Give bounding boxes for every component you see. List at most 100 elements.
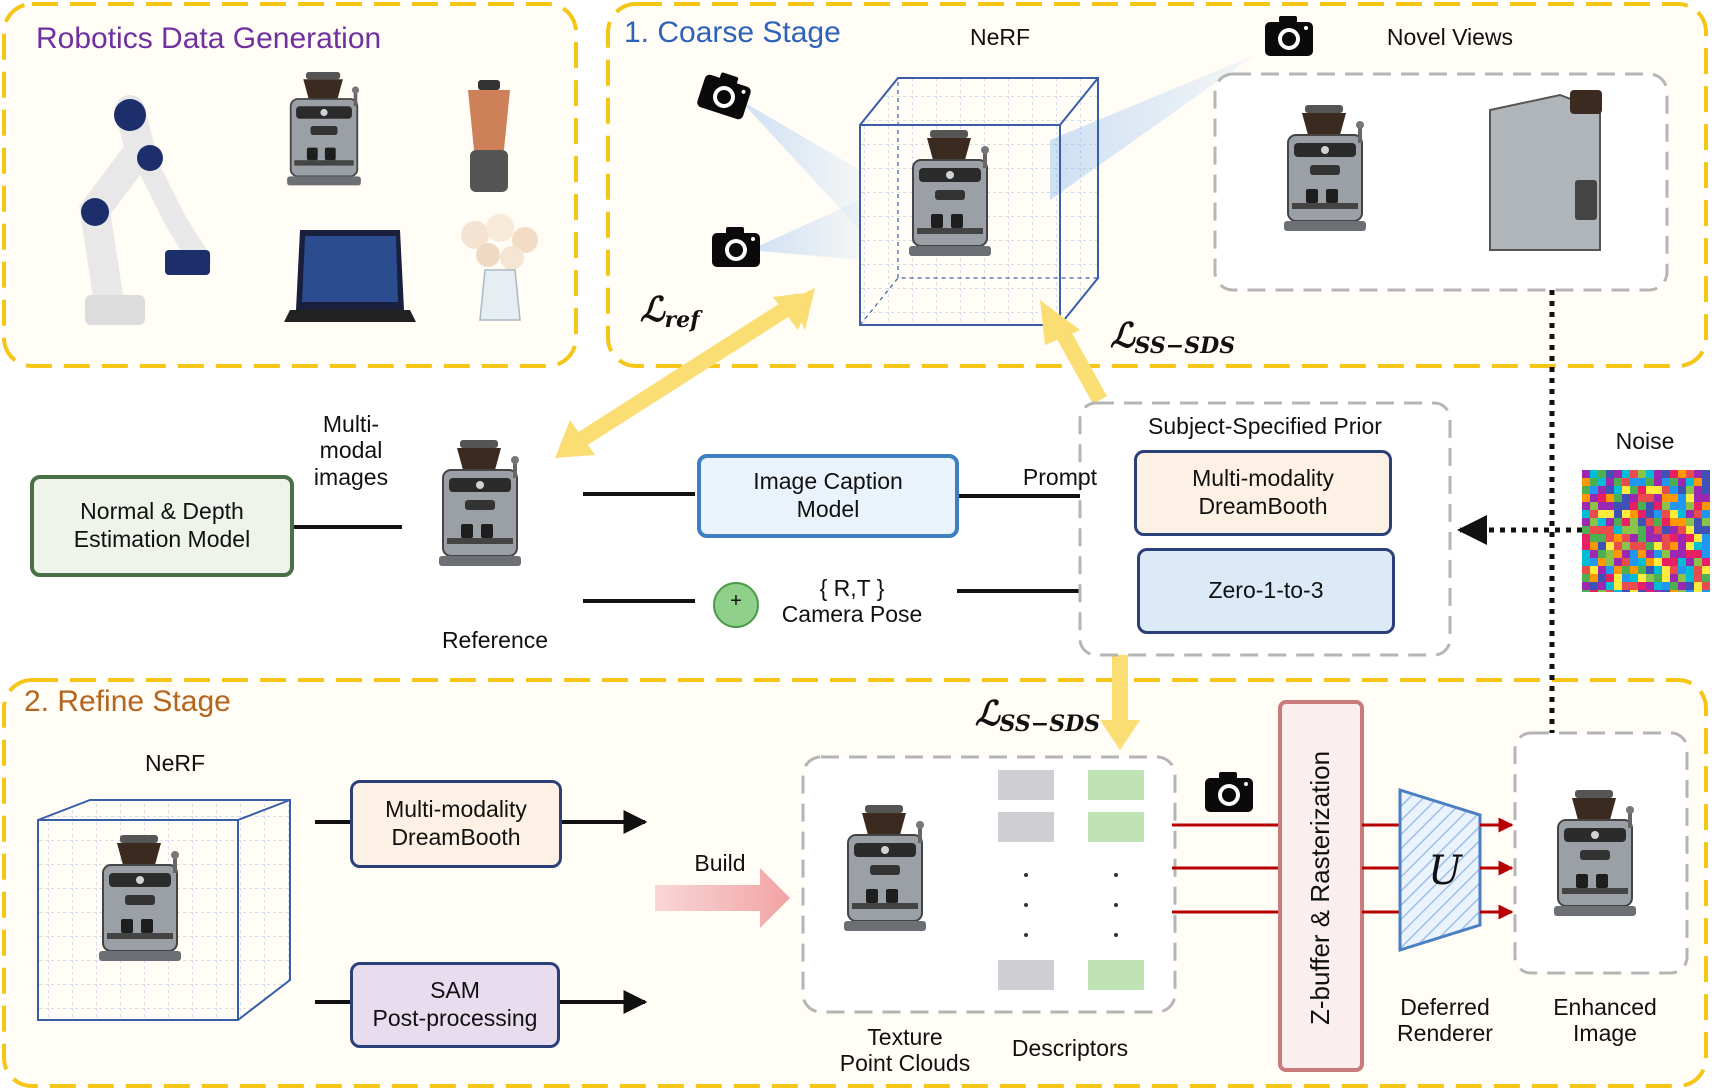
camera-beam-2	[750, 200, 860, 260]
zero123-box: Zero-1-to-3	[1137, 548, 1395, 634]
noise-pixel	[1678, 478, 1686, 486]
noise-pixel	[1654, 518, 1662, 526]
noise-pixel	[1638, 574, 1646, 582]
robotics-title: Robotics Data Generation	[36, 22, 382, 55]
noise-pixel	[1622, 534, 1630, 542]
noise-pixel	[1686, 518, 1694, 526]
noise-pixel	[1646, 510, 1654, 518]
noise-pixel	[1598, 478, 1606, 486]
plus-symbol: +	[730, 590, 742, 612]
normal-depth-model-box: Normal & Depth Estimation Model	[30, 475, 294, 577]
noise-pixel	[1614, 478, 1622, 486]
camera-icon	[1205, 772, 1253, 812]
noise-pixel	[1702, 590, 1710, 592]
noise-pixel	[1622, 494, 1630, 502]
noise-pixel	[1686, 510, 1694, 518]
noise-pixel	[1598, 510, 1606, 518]
noise-pixel	[1590, 582, 1598, 590]
noise-pixel	[1670, 502, 1678, 510]
noise-pixel	[1614, 486, 1622, 494]
texture-point-clouds-label: Texture Point Clouds	[839, 1024, 971, 1077]
noise-pixel	[1630, 526, 1638, 534]
noise-pixel	[1590, 558, 1598, 566]
noise-pixel	[1638, 526, 1646, 534]
noise-pixel	[1590, 494, 1598, 502]
noise-pixel	[1662, 470, 1670, 478]
descriptor-chips	[998, 770, 1144, 990]
noise-pixel	[1598, 486, 1606, 494]
noise-pixel	[1606, 478, 1614, 486]
noise-pixel	[1702, 542, 1710, 550]
refine-dreambooth-box: Multi-modality DreamBooth	[350, 780, 562, 868]
noise-pixel	[1630, 478, 1638, 486]
noise-pixel	[1582, 558, 1590, 566]
noise-pixel	[1606, 574, 1614, 582]
noise-pixel	[1670, 486, 1678, 494]
noise-pixel	[1638, 510, 1646, 518]
noise-pixel	[1598, 574, 1606, 582]
noise-pixel	[1638, 590, 1646, 592]
noise-pixel	[1654, 526, 1662, 534]
noise-pixel	[1622, 526, 1630, 534]
noise-pixel	[1646, 590, 1654, 592]
noise-pixel	[1702, 494, 1710, 502]
noise-pixel	[1702, 566, 1710, 574]
noise-pixel	[1614, 502, 1622, 510]
noise-pixel	[1590, 590, 1598, 592]
noise-pixel	[1614, 510, 1622, 518]
noise-pixel	[1598, 518, 1606, 526]
noise-pixel	[1614, 470, 1622, 478]
noise-pixel	[1614, 518, 1622, 526]
noise-pixel	[1614, 534, 1622, 542]
noise-pixel	[1702, 502, 1710, 510]
noise-pixel	[1686, 590, 1694, 592]
noise-pixel	[1646, 574, 1654, 582]
noise-pixel	[1590, 510, 1598, 518]
noise-pixel	[1606, 558, 1614, 566]
noise-pixel	[1582, 526, 1590, 534]
noise-pixel	[1686, 550, 1694, 558]
noise-pixel	[1582, 510, 1590, 518]
noise-pixel	[1630, 558, 1638, 566]
noise-pixel	[1598, 550, 1606, 558]
noise-pixel	[1614, 494, 1622, 502]
noise-pixel	[1678, 574, 1686, 582]
noise-pixel	[1598, 470, 1606, 478]
noise-pixel	[1582, 478, 1590, 486]
noise-pixel	[1598, 590, 1606, 592]
noise-pixel	[1622, 558, 1630, 566]
noise-pixel	[1630, 574, 1638, 582]
deferred-renderer-label: Deferred Renderer	[1397, 994, 1493, 1047]
noise-pixel	[1582, 550, 1590, 558]
noise-pixel	[1654, 590, 1662, 592]
noise-pixel	[1670, 558, 1678, 566]
noise-pixel	[1646, 486, 1654, 494]
noise-pixel	[1670, 566, 1678, 574]
noise-pixel	[1598, 534, 1606, 542]
noise-pixel	[1582, 494, 1590, 502]
noise-pixel	[1686, 470, 1694, 478]
loss-sds-coarse-label: ℒSS−SDS	[1110, 316, 1236, 359]
noise-pixel	[1694, 486, 1702, 494]
noise-pixel	[1590, 542, 1598, 550]
noise-pixel	[1606, 494, 1614, 502]
noise-pixel	[1614, 526, 1622, 534]
noise-pixel	[1638, 478, 1646, 486]
noise-pixel	[1646, 550, 1654, 558]
noise-pixel	[1606, 526, 1614, 534]
camera-icon	[712, 227, 760, 267]
noise-pixel	[1662, 590, 1670, 592]
multimodal-images-label: Multi- modal images	[313, 411, 389, 490]
noise-pixel	[1686, 486, 1694, 494]
noise-pixel	[1662, 478, 1670, 486]
noise-pixel	[1606, 566, 1614, 574]
noise-pixel	[1678, 502, 1686, 510]
noise-pixel	[1598, 526, 1606, 534]
noise-pixel	[1654, 478, 1662, 486]
noise-pixel	[1622, 542, 1630, 550]
noise-pixel	[1622, 550, 1630, 558]
noise-pixel	[1590, 502, 1598, 510]
noise-pixel	[1590, 550, 1598, 558]
noise-pixel	[1638, 494, 1646, 502]
novel-views-label: Novel Views	[1386, 24, 1514, 50]
